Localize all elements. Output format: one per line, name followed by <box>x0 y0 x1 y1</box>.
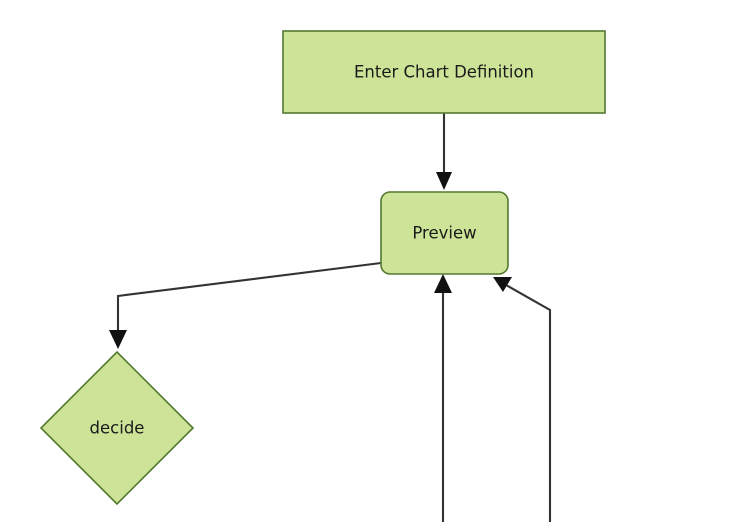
edge-return-diagonal-to-preview <box>493 277 552 522</box>
edge-return-diagonal-arrowhead <box>493 277 512 292</box>
node-preview-shape[interactable] <box>380 191 509 275</box>
node-preview-label: Preview <box>412 224 476 243</box>
edge-return-diagonal-line <box>505 284 552 522</box>
node-enter-chart-definition-shape[interactable] <box>282 30 606 114</box>
edge-return-vertical-to-preview <box>434 274 452 522</box>
edge-preview-to-decide-line <box>116 261 382 332</box>
node-preview[interactable]: Preview <box>380 191 509 275</box>
node-decide-shape[interactable] <box>39 350 195 506</box>
node-decide-label: decide <box>90 419 145 438</box>
edge-preview-to-decide-arrowhead <box>109 330 127 349</box>
edge-return-vertical-arrowhead <box>434 274 452 293</box>
edge-enter-to-preview-arrowhead <box>436 172 452 190</box>
edge-preview-to-decide <box>109 261 382 349</box>
edge-enter-to-preview <box>436 113 452 190</box>
node-enter-chart-definition[interactable]: Enter Chart Definition <box>282 30 606 114</box>
node-enter-chart-definition-label: Enter Chart Definition <box>354 63 534 82</box>
node-decide[interactable]: decide <box>39 350 195 506</box>
